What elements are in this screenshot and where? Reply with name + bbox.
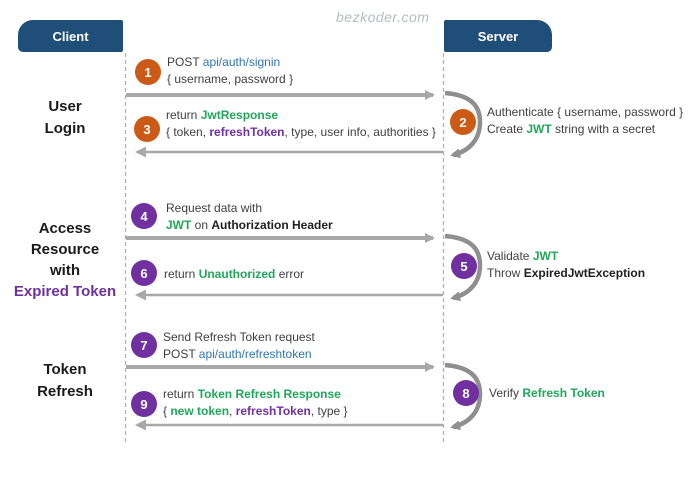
section-access-line3: with: [50, 262, 80, 279]
step6-unauthorized: Unauthorized: [198, 267, 276, 281]
step9-response: Token Refresh Response: [197, 387, 341, 401]
step3-refreshtoken: refreshToken: [209, 125, 285, 139]
step-badge-6: 6: [131, 260, 157, 286]
step7-line1: Send Refresh Token request: [163, 330, 315, 344]
step9-comma: ,: [229, 404, 236, 418]
message-step3: return JwtResponse { token, refreshToken…: [166, 107, 436, 141]
step4-on: on: [191, 218, 212, 232]
watermark: bezkoder.com: [336, 9, 430, 25]
step1-endpoint: api/auth/signin: [202, 55, 281, 69]
step9-open: {: [163, 404, 171, 418]
step-badge-3: 3: [134, 116, 160, 142]
message-step7: Send Refresh Token request POST api/auth…: [163, 329, 315, 363]
step3-payload-open: { token,: [166, 125, 210, 139]
section-label-access-resource: Access Resource with Expired Token: [5, 218, 125, 302]
step5-exception: ExpiredJwtException: [523, 266, 646, 280]
step7-endpoint: api/auth/refreshtoken: [198, 347, 312, 361]
step5-jwt: JWT: [532, 249, 559, 263]
message-step6: return Unauthorized error: [164, 266, 304, 283]
step4-line1: Request data with: [166, 201, 263, 215]
message-step2: Authenticate { username, password } Crea…: [487, 104, 683, 138]
step-badge-9: 9: [131, 391, 157, 417]
step9-refreshtoken: refreshToken: [235, 404, 311, 418]
message-step9: return Token Refresh Response { new toke…: [163, 386, 348, 420]
step2-rest: string with a secret: [551, 122, 656, 136]
step9-close: , type }: [310, 404, 348, 418]
section-login-line1: User: [48, 98, 82, 115]
step3-jwtresponse: JwtResponse: [200, 108, 279, 122]
message-step8: Verify Refresh Token: [489, 385, 605, 402]
step9-return: return: [163, 387, 198, 401]
step2-line1: Authenticate { username, password }: [487, 105, 684, 119]
step1-method: POST: [167, 55, 203, 69]
section-label-user-login: User Login: [15, 96, 115, 140]
step2-create: Create: [487, 122, 527, 136]
step3-payload-rest: , type, user info, authorities }: [284, 125, 436, 139]
section-refresh-line2: Refresh: [37, 383, 93, 400]
self-loop-step5: [444, 233, 483, 302]
actor-client: Client: [18, 20, 123, 52]
step-badge-4: 4: [131, 203, 157, 229]
self-loop-step2: [444, 90, 483, 159]
step4-jwt: JWT: [166, 218, 192, 232]
step-badge-2: 2: [450, 109, 476, 135]
actor-server: Server: [444, 20, 552, 52]
message-step1: POST api/auth/signin { username, passwor…: [167, 54, 293, 88]
step9-new-token: new token: [170, 404, 230, 418]
step1-payload: { username, password }: [167, 72, 294, 86]
step-badge-7: 7: [131, 332, 157, 358]
section-refresh-line1: Token: [43, 361, 87, 378]
step6-error: error: [275, 267, 305, 281]
step3-return: return: [166, 108, 201, 122]
section-label-token-refresh: Token Refresh: [15, 359, 115, 403]
step5-throw: Throw: [487, 266, 524, 280]
message-step4: Request data with JWT on Authorization H…: [166, 200, 333, 234]
step2-jwt: JWT: [526, 122, 552, 136]
section-access-line1: Access: [38, 220, 92, 237]
step-badge-8: 8: [453, 380, 479, 406]
self-loop-step8: [444, 362, 483, 431]
section-login-line2: Login: [44, 120, 86, 137]
step8-refresh-token: Refresh Token: [522, 386, 605, 400]
step7-method: POST: [163, 347, 199, 361]
step-badge-1: 1: [135, 59, 161, 85]
step4-auth-header: Authorization Header: [211, 218, 333, 232]
section-access-line2: Resource: [30, 241, 100, 258]
step5-validate: Validate: [487, 249, 533, 263]
message-step5: Validate JWT Throw ExpiredJwtException: [487, 248, 645, 282]
step6-return: return: [164, 267, 199, 281]
section-access-line4-expired-token: Expired Token: [13, 283, 117, 300]
step-badge-5: 5: [451, 253, 477, 279]
step8-verify: Verify: [489, 386, 523, 400]
